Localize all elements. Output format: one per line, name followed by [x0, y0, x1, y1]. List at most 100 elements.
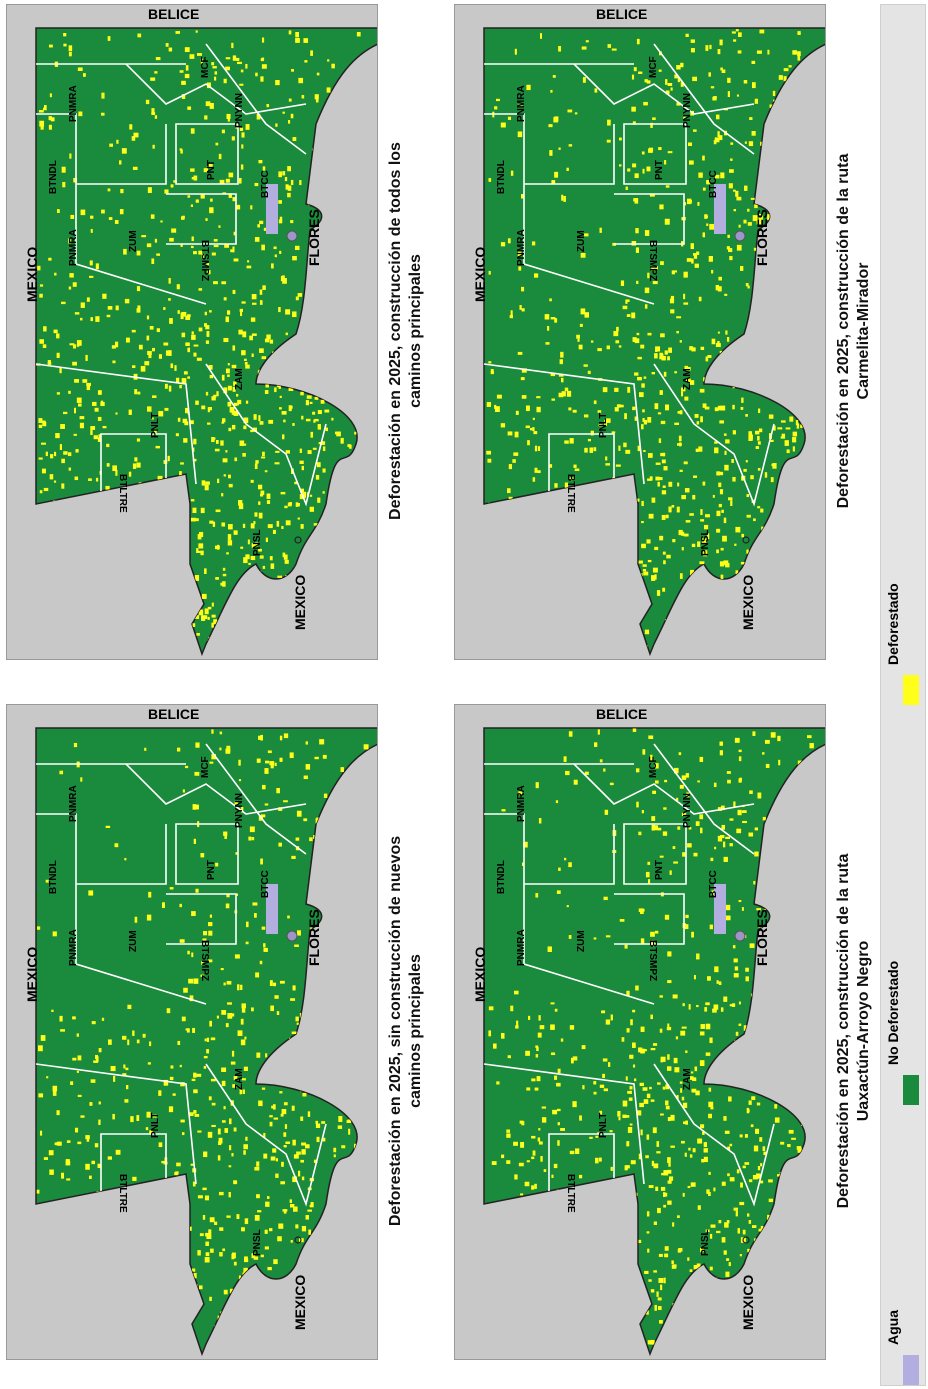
- deforested-patch: [327, 59, 330, 62]
- deforested-patch: [219, 179, 225, 184]
- deforested-patch: [713, 1187, 716, 1192]
- deforested-patch: [146, 243, 152, 248]
- deforested-patch: [658, 69, 662, 72]
- deforested-patch: [68, 286, 72, 290]
- deforested-patch: [749, 434, 753, 440]
- lake-peten-itza: [266, 184, 278, 234]
- deforested-patch: [561, 194, 564, 201]
- deforested-patch: [703, 377, 706, 382]
- deforested-patch: [518, 266, 522, 271]
- deforested-patch: [50, 117, 55, 122]
- boundary-line: [524, 124, 615, 185]
- deforested-patch: [723, 560, 729, 566]
- deforested-patch: [692, 494, 696, 500]
- deforested-patch: [721, 824, 725, 830]
- deforested-patch: [729, 1143, 733, 1147]
- deforested-patch: [696, 1004, 699, 1008]
- deforested-patch: [190, 499, 195, 502]
- deforested-patch: [189, 1112, 194, 1117]
- deforested-patch: [568, 862, 572, 868]
- deforested-patch: [702, 403, 707, 408]
- deforested-patch: [134, 916, 138, 923]
- deforested-patch: [603, 768, 606, 772]
- deforested-patch: [238, 759, 241, 766]
- deforested-patch: [245, 941, 249, 945]
- deforested-patch: [741, 397, 744, 403]
- deforested-patch: [125, 337, 130, 343]
- deforested-patch: [263, 943, 266, 948]
- deforested-patch: [213, 394, 217, 398]
- deforested-patch: [197, 1130, 202, 1133]
- deforested-patch: [284, 176, 288, 182]
- zone-label: BTCC: [708, 870, 719, 898]
- deforested-patch: [243, 1144, 248, 1150]
- deforested-patch: [688, 160, 694, 165]
- deforested-patch: [183, 438, 188, 443]
- deforested-patch: [288, 98, 292, 102]
- deforested-patch: [738, 778, 742, 783]
- deforested-patch: [756, 218, 762, 225]
- deforested-patch: [735, 190, 739, 197]
- deforested-patch: [222, 581, 226, 587]
- deforested-patch: [687, 1257, 690, 1261]
- deforested-patch: [303, 38, 309, 43]
- deforested-patch: [72, 1057, 77, 1061]
- deforested-patch: [738, 756, 742, 762]
- zone-label: PNSL: [700, 529, 711, 556]
- deforested-patch: [743, 219, 747, 224]
- deforested-patch: [647, 1340, 651, 1345]
- deforested-patch: [680, 82, 684, 87]
- deforested-patch: [36, 1189, 40, 1194]
- deforested-patch: [111, 345, 116, 349]
- deforested-patch: [488, 178, 492, 182]
- deforested-patch: [292, 423, 295, 426]
- deforested-patch: [662, 1086, 666, 1090]
- deforested-patch: [679, 340, 682, 343]
- caption-line: Deforestación en 2025, construcción de l…: [835, 153, 852, 509]
- deforested-patch: [39, 339, 44, 344]
- deforested-patch: [203, 931, 208, 936]
- deforested-patch: [667, 1157, 671, 1164]
- deforested-patch: [711, 338, 716, 345]
- deforested-patch: [221, 1080, 226, 1087]
- deforested-patch: [156, 328, 160, 333]
- deforested-patch: [749, 790, 753, 794]
- deforested-patch: [261, 1087, 266, 1090]
- deforested-patch: [89, 275, 94, 278]
- deforested-patch: [741, 810, 747, 814]
- deforested-patch: [250, 429, 254, 433]
- label-mexico-bottom: MEXICO: [740, 574, 756, 630]
- label-mexico-bottom: MEXICO: [740, 1274, 756, 1330]
- deforested-patch: [181, 1016, 186, 1022]
- deforested-patch: [213, 245, 219, 248]
- deforested-patch: [739, 1134, 743, 1138]
- deforested-patch: [532, 1150, 536, 1156]
- deforested-patch: [160, 220, 163, 223]
- deforested-patch: [254, 913, 257, 918]
- deforested-patch: [224, 244, 230, 248]
- lake-peten-itza: [266, 884, 278, 934]
- deforested-patch: [757, 467, 761, 471]
- boundary-line: [653, 743, 755, 855]
- deforested-patch: [650, 1339, 655, 1345]
- deforested-patch: [637, 1110, 642, 1116]
- deforested-patch: [634, 173, 639, 179]
- deforested-patch: [191, 236, 194, 242]
- deforested-patch: [711, 269, 714, 274]
- deforested-patch: [667, 1200, 672, 1205]
- deforested-patch: [174, 1172, 179, 1176]
- deforested-patch: [243, 1066, 248, 1072]
- deforested-patch: [56, 392, 60, 395]
- deforested-patch: [56, 333, 60, 339]
- deforested-patch: [694, 1066, 698, 1072]
- deforested-patch: [595, 1135, 599, 1138]
- deforested-patch: [203, 1151, 208, 1158]
- deforested-patch: [640, 1026, 645, 1032]
- deforested-patch: [496, 394, 502, 399]
- deforested-patch: [648, 1279, 652, 1282]
- deforested-patch: [654, 763, 659, 769]
- deforested-patch: [590, 340, 594, 343]
- deforested-patch: [679, 410, 683, 415]
- deforested-patch: [720, 172, 725, 179]
- deforested-patch: [147, 350, 152, 356]
